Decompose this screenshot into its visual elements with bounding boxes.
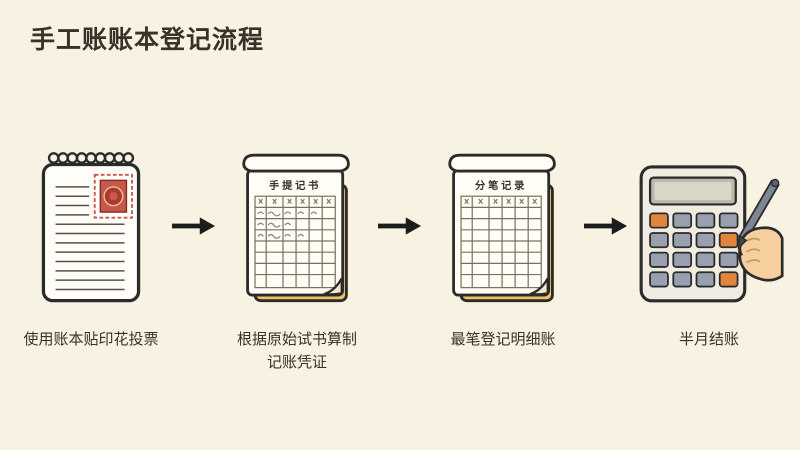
book-title: 分笔记录 <box>475 179 527 192</box>
spiral-binding-icon <box>47 152 135 164</box>
page-curl-icon <box>323 277 343 296</box>
process-flow: 使用账本贴印花投票 手提记书 <box>0 128 800 375</box>
header-marks <box>258 198 332 205</box>
handwriting-marks <box>257 211 318 239</box>
pen-tip-icon <box>737 235 748 250</box>
stamp-icon <box>93 173 133 219</box>
step-caption: 最笔登记明细账 <box>450 331 556 348</box>
ledger-grid <box>254 195 336 289</box>
ledger-book-icon: 分笔记录 <box>448 153 556 303</box>
step-voucher-ledger: 手提记书 <box>216 128 378 375</box>
header-marks <box>464 198 538 205</box>
ledger-book-icon: 手提记书 <box>242 153 350 303</box>
arrow-right-icon <box>172 217 216 235</box>
flow-arrow <box>172 216 216 236</box>
calculator-keypad <box>649 212 739 288</box>
ruled-lines <box>55 186 125 291</box>
arrow-right-icon <box>584 217 628 235</box>
page-title: 手工账账本登记流程 <box>30 26 265 54</box>
spiral-notebook-illustration <box>35 128 147 310</box>
spiral-notebook-icon <box>41 152 141 303</box>
step-stamp-notebook: 使用账本贴印花投票 <box>10 128 172 351</box>
arrow-right-icon <box>378 217 422 235</box>
step-detail-ledger: 分笔记录 <box>422 128 584 351</box>
step-caption: 半月结账 <box>678 331 739 348</box>
step-calculator: 半月结账 <box>628 128 790 351</box>
flow-arrow <box>378 216 422 236</box>
hand-icon <box>738 226 784 282</box>
ledger-grid <box>460 195 542 289</box>
calculator-illustration <box>634 128 784 310</box>
step-caption: 使用账本贴印花投票 <box>23 331 159 348</box>
step-caption: 根据原始试书算制 记账凭证 <box>236 331 357 372</box>
ledger-book-illustration: 分笔记录 <box>446 128 560 310</box>
flow-arrow <box>584 216 628 236</box>
calculator-icon <box>639 165 784 303</box>
ledger-book-illustration: 手提记书 <box>240 128 354 310</box>
page-curl-icon <box>529 277 549 296</box>
book-title: 手提记书 <box>269 179 321 192</box>
